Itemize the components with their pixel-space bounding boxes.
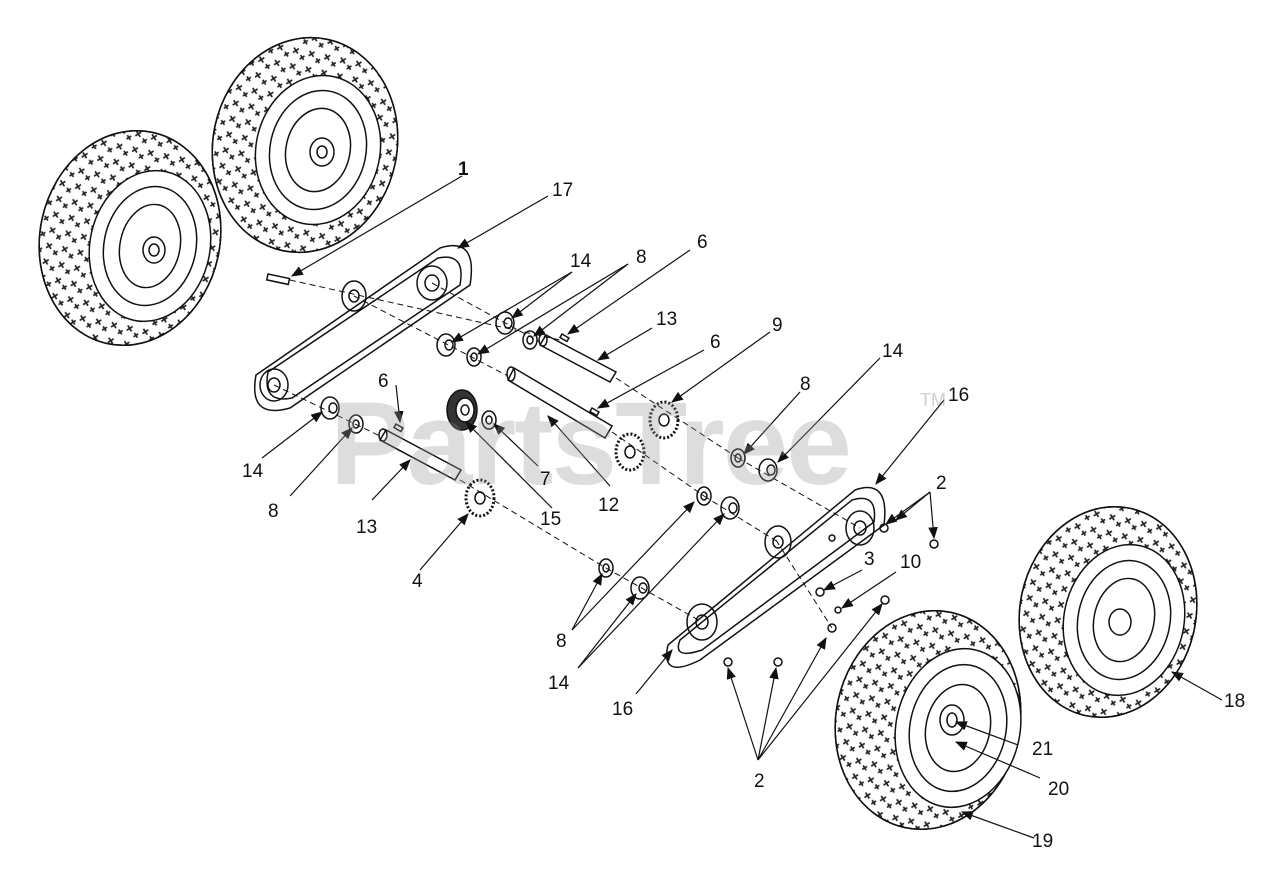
callout-16: 16	[948, 385, 970, 406]
callout-8: 8	[800, 374, 811, 395]
callout-2: 2	[754, 771, 765, 792]
axle-lower	[378, 428, 463, 481]
callout-21: 21	[1032, 739, 1054, 760]
sprocket-4	[464, 478, 496, 518]
wheel-upper-back	[211, 36, 399, 254]
callout-10: 10	[900, 552, 922, 573]
callout-8: 8	[556, 631, 567, 652]
chain-case-lower	[666, 486, 886, 668]
sprocket-9	[614, 400, 680, 472]
callout-6: 6	[697, 232, 708, 253]
axle-middle	[506, 366, 614, 440]
pin	[265, 273, 291, 286]
trademark-mark: TM	[920, 390, 946, 410]
callout-6: 6	[378, 371, 389, 392]
callout-13: 13	[356, 517, 378, 538]
nuts	[723, 523, 939, 667]
callout-17: 17	[552, 180, 574, 201]
callout-8: 8	[268, 501, 279, 522]
watermark: PartsTree	[330, 378, 852, 510]
callout-12: 12	[598, 495, 620, 516]
assembly-lines	[273, 279, 861, 629]
callout-15: 15	[540, 509, 562, 530]
leader-lines	[261, 175, 1223, 839]
sprocket-15	[446, 389, 478, 431]
chain-case-upper	[254, 244, 473, 412]
wheel-lower-front	[834, 609, 1022, 831]
callout-14: 14	[570, 251, 592, 272]
callout-20: 20	[1048, 779, 1070, 800]
callout-14: 14	[548, 673, 570, 694]
callout-6: 6	[710, 332, 721, 353]
callout-18: 18	[1224, 691, 1246, 712]
callout-14: 14	[882, 341, 904, 362]
callout-3: 3	[864, 549, 875, 570]
callout-14: 14	[242, 461, 264, 482]
callout-19: 19	[1032, 831, 1054, 852]
callout-1: 1	[458, 159, 469, 180]
callout-2: 2	[936, 473, 947, 494]
callout-13: 13	[656, 309, 678, 330]
keys	[392, 332, 600, 433]
callout-16: 16	[612, 699, 634, 720]
callout-4: 4	[412, 571, 423, 592]
callout-9: 9	[772, 315, 783, 336]
callout-7: 7	[540, 469, 551, 490]
callout-8: 8	[636, 247, 647, 268]
wheel-lower-back	[1018, 505, 1198, 719]
axle-upper	[538, 333, 618, 383]
wheel-upper-front	[38, 129, 222, 347]
